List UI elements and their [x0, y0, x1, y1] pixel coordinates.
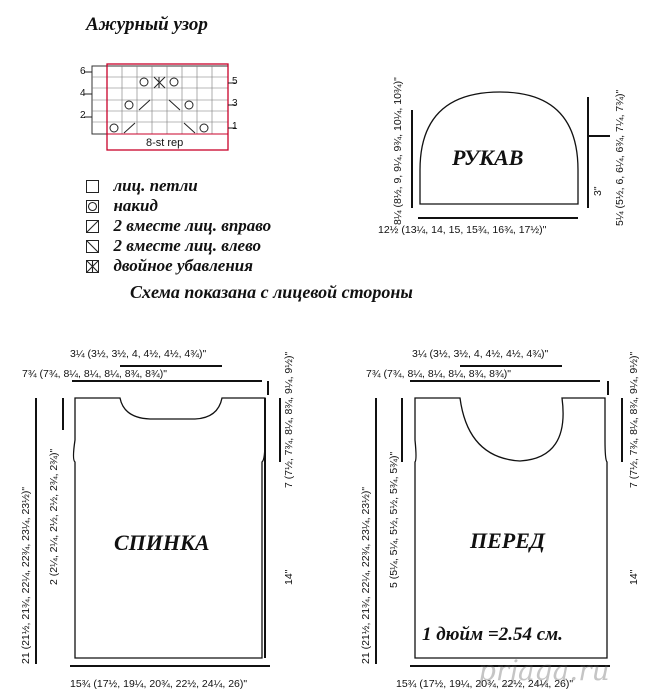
- front-bottom-width: 15¾ (17½, 19¼, 20¾, 22½, 24¼, 26)": [396, 678, 574, 690]
- back-shoulder-width: 7¾ (7¾, 8¼, 8¼, 8¼, 8¾, 8¾)": [22, 368, 167, 380]
- legend-note: Схема показана с лицевой стороны: [130, 282, 413, 302]
- front-shoulder-width: 7¾ (7¾, 8¼, 8¼, 8¼, 8¾, 8¾)": [366, 368, 511, 380]
- legend-item: лиц. петли: [86, 176, 198, 196]
- row-label-6: 6: [80, 66, 86, 77]
- circle-yarnover-icon: [86, 200, 99, 214]
- sleeve-right-upper: 5¼ (5½, 6, 6¼, 6¾, 7¼, 7¾)": [614, 89, 626, 226]
- row-label-5: 5: [232, 76, 238, 87]
- front-right-body: 14": [628, 569, 640, 585]
- chart-title: Ажурный узор: [86, 14, 208, 35]
- back-left-neck: 2 (2¼, 2¼, 2½, 2½, 2¾, 2¾)": [48, 448, 60, 585]
- row-label-2: 2: [80, 110, 86, 121]
- legend-item: 2 вместе лиц. влево: [86, 236, 261, 256]
- front-left-total: 21 (21½, 21¾, 22¼, 22¾, 23¼, 23½)": [360, 486, 372, 664]
- sleeve-bottom-width: 12½ (13¼, 14, 15, 15¾, 16¾, 17½)": [378, 224, 547, 236]
- row-label-1: 1: [232, 121, 238, 132]
- front-left-neck: 5 (5¼, 5¼, 5½, 5½, 5¾, 5¾)": [388, 451, 400, 588]
- row-label-4: 4: [80, 88, 86, 99]
- sleeve-label: РУКАВ: [452, 145, 524, 170]
- legend-item: накид: [86, 196, 158, 216]
- empty-square-icon: [86, 180, 99, 194]
- watermark: prjaga.ru: [478, 654, 610, 687]
- front-label: ПЕРЕД: [470, 528, 545, 553]
- repeat-label: 8-st rep: [146, 137, 184, 149]
- left-slant-icon: [86, 240, 99, 254]
- front-right-armhole: 7 (7½, 7¾, 8¼, 8¾, 9¼, 9½)": [628, 351, 640, 488]
- sleeve-cap-height: 8¼ (8½, 9, 9¼, 9¾, 10¼, 10¾)": [392, 77, 404, 225]
- back-neck-width: 3¼ (3½, 3½, 4, 4½, 4½, 4¾)": [70, 348, 207, 360]
- row-label-3: 3: [232, 98, 238, 109]
- back-right-body: 14": [283, 569, 295, 585]
- back-right-armhole: 7 (7½, 7¾, 8¼, 8¾, 9¼, 9½)": [283, 351, 295, 488]
- legend-item: двойное убавления: [86, 256, 253, 276]
- back-bottom-width: 15¾ (17½, 19¼, 20¾, 22½, 24¼, 26)": [70, 678, 248, 690]
- right-slant-icon: [86, 220, 99, 234]
- legend-item: 2 вместе лиц. вправо: [86, 216, 271, 236]
- front-neck-width: 3¼ (3½, 3½, 4, 4½, 4½, 4¾)": [412, 348, 549, 360]
- back-label: СПИНКА: [114, 530, 210, 555]
- back-left-total: 21 (21½, 21¾, 22¼, 22¾, 23¼, 23½)": [20, 486, 32, 664]
- double-decrease-icon: [86, 260, 99, 274]
- sleeve-right-lower: 3": [592, 186, 604, 196]
- conversion-note: 1 дюйм =2.54 см.: [422, 624, 563, 645]
